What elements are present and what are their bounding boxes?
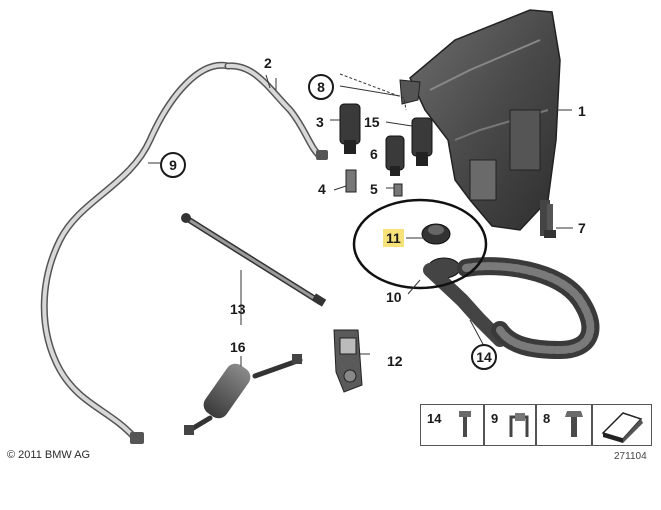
part-7-sensor: [544, 204, 556, 238]
label-part-6: 6: [370, 146, 378, 162]
hose-13: [181, 213, 327, 307]
clip-icon: [509, 413, 529, 437]
filler-neck: [421, 223, 507, 347]
label-part-4: 4: [318, 181, 326, 197]
washer-tank: [399, 9, 561, 236]
label-part-10: 10: [386, 289, 402, 305]
hose-9: [40, 61, 328, 444]
label-part-7: 7: [578, 220, 586, 236]
label-part-16: 16: [230, 339, 246, 355]
copyright-notice: © 2011 BMW AG: [7, 449, 91, 461]
label-part-12: 12: [387, 353, 403, 369]
label-part-8-circled: 8: [308, 74, 334, 100]
screw-icon: [565, 411, 583, 437]
legend-num-b: 9: [491, 411, 499, 426]
label-part-5: 5: [370, 181, 378, 197]
arrow-icon: [601, 412, 643, 443]
legend-box-a: 14: [420, 404, 484, 446]
diagram-number: 271104: [614, 451, 647, 462]
legend-box-c: 8: [536, 404, 592, 446]
label-part-3: 3: [316, 114, 324, 130]
label-part-2: 2: [264, 55, 272, 71]
legend-box-b: 9: [484, 404, 536, 446]
legend-num-c: 8: [543, 411, 551, 426]
bolt-icon: [459, 411, 471, 437]
label-part-11-highlighted: 11: [383, 229, 404, 247]
label-part-15: 15: [364, 114, 380, 130]
label-part-1: 1: [578, 103, 586, 119]
highlight-ellipse: [352, 198, 488, 290]
legend-num-a: 14: [427, 411, 442, 426]
leader-lines: [148, 74, 573, 366]
label-part-9-circled: 9: [160, 152, 186, 178]
label-part-14-circled: 14: [471, 344, 497, 370]
part-16-sleeve: [184, 354, 303, 435]
hose-14: [457, 257, 600, 360]
pumps: [339, 103, 433, 197]
label-part-13: 13: [230, 301, 246, 317]
legend-box-d: [592, 404, 652, 446]
part-12-bracket: [333, 329, 363, 393]
